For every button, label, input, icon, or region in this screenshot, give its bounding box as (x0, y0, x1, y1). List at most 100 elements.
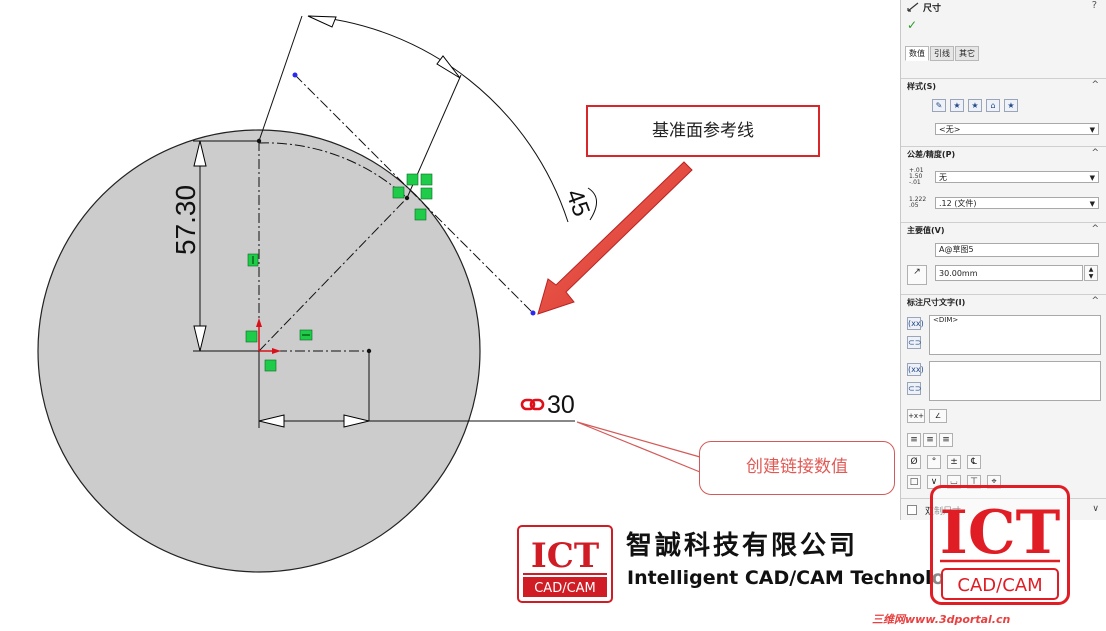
ok-button[interactable]: ✓ (907, 18, 918, 32)
reverse-direction-icon[interactable]: ↗ (907, 265, 927, 285)
angle-text-icon[interactable]: ∠ (929, 409, 947, 423)
precision-icon-value: 1.222 (909, 196, 927, 203)
tolerance-icon: +.01 1.50 -.01 (909, 168, 924, 186)
tab-leader[interactable]: 引线 (930, 46, 954, 61)
value-spinner[interactable]: ▲▼ (1084, 265, 1098, 281)
panel-title: 尺寸 (923, 3, 942, 14)
collapse-icon[interactable]: ^ (1091, 224, 1099, 234)
angle-extension-1 (258, 15, 303, 142)
style-load-icon[interactable]: ★ (1004, 99, 1018, 112)
precision-dropdown[interactable]: .12 (文件) ▼ (935, 197, 1099, 209)
tab-other[interactable]: 其它 (955, 46, 979, 61)
company-name-zh: 智誠科技有限公司 (626, 531, 859, 561)
dim-arrow-top (193, 140, 207, 167)
collapse-icon[interactable]: ^ (1091, 148, 1099, 158)
collapse-icon[interactable]: ^ (1091, 80, 1099, 90)
dimension-text-field-upper[interactable]: <DIM> (929, 315, 1101, 355)
dim-arrow-bottom (193, 325, 207, 352)
panel-tabs: 数值 引线 其它 (905, 46, 979, 61)
text-position-icon[interactable]: +x+ (907, 409, 925, 423)
tolerance-dropdown[interactable]: 无 ▼ (935, 171, 1099, 183)
construction-arc[interactable] (258, 142, 408, 199)
style-apply-icon[interactable]: ✎ (932, 99, 946, 112)
chevron-down-icon: ▼ (1089, 200, 1095, 208)
style-dropdown-value: <无> (939, 125, 961, 134)
origin-x-arrow (272, 348, 281, 354)
angle-arrow-left (307, 15, 337, 28)
ref-line-endpoint-top[interactable] (292, 72, 298, 78)
symbol-degree-button[interactable]: ° (927, 455, 941, 469)
tolerance-icon-upper: +.01 (909, 167, 924, 174)
dim-linked-value[interactable]: 30 (547, 391, 575, 419)
constraint-markers[interactable] (245, 173, 433, 372)
symbol-plusminus-button[interactable]: ± (947, 455, 961, 469)
coincident-icon-6[interactable] (420, 187, 433, 200)
collapse-icon[interactable]: ^ (1091, 296, 1099, 306)
primary-value-field[interactable]: 30.00mm (935, 265, 1083, 281)
add-parentheses-icon[interactable]: (xx) (907, 317, 924, 330)
ict-logo-small: ICT CAD/CAM (517, 525, 613, 603)
tolerance-section-title: 公差/精度(P) (907, 150, 956, 159)
primary-value-section: 主要值(V) ^ A@草图5 ↗ 30.00mm ▲▼ (901, 222, 1106, 293)
reference-line[interactable] (294, 74, 534, 314)
dim-vertical-value[interactable]: 57.30 (170, 185, 201, 255)
chevron-down-icon: ▼ (1089, 174, 1095, 182)
dimension-text-field-lower[interactable] (929, 361, 1101, 401)
callout-link-value: 创建链接数值 (699, 441, 895, 495)
style-section-title: 样式(S) (907, 82, 937, 91)
primary-name-field[interactable]: A@草图5 (935, 243, 1099, 257)
dimtext-section-title: 标注尺寸文字(I) (907, 298, 966, 307)
align-right-icon[interactable]: ≡ (939, 433, 953, 447)
style-dropdown[interactable]: <无> ▼ (935, 123, 1099, 135)
dim-30-arrow-left (258, 414, 285, 428)
style-add-icon[interactable]: ★ (950, 99, 964, 112)
coincident-icon-7[interactable] (414, 208, 427, 221)
inspection-dimension-icon[interactable]: ⊂⊃ (907, 336, 922, 349)
point-right[interactable] (366, 348, 372, 354)
style-section: 样式(S) ^ ✎ ★ ★ ⌂ ★ <无> ▼ (901, 78, 1106, 147)
precision-icon: 1.222 .05 (909, 197, 926, 209)
style-delete-icon[interactable]: ★ (968, 99, 982, 112)
ref-line-endpoint-bottom[interactable] (530, 310, 536, 316)
chevron-down-icon[interactable]: ∨ (1092, 504, 1099, 514)
angle-tick (587, 187, 597, 221)
style-save-icon[interactable]: ⌂ (986, 99, 1000, 112)
company-name-en: Intelligent CAD/CAM Technology Ltd. (627, 567, 1020, 589)
inspection-dimension-icon-2[interactable]: ⊂⊃ (907, 382, 922, 395)
callout-arrow-red (537, 161, 693, 315)
chevron-down-icon: ▼ (1089, 126, 1095, 134)
precision-value: .12 (文件) (939, 199, 977, 208)
dimension-icon (907, 2, 919, 12)
watermark: 三维网www.3dportal.cn (872, 613, 1011, 626)
callout-ref-line: 基准面参考线 (586, 105, 820, 157)
align-center-icon[interactable]: ≡ (923, 433, 937, 447)
tolerance-icon-nominal: 1.50 (909, 173, 923, 180)
coincident-icon-4[interactable] (420, 173, 433, 186)
logo-small-main: ICT (531, 536, 599, 576)
dimension-text-section: 标注尺寸文字(I) ^ (xx) ⊂⊃ <DIM> (xx) ⊂⊃ +x+ ∠ … (901, 294, 1106, 495)
symbol-square-button[interactable]: □ (907, 475, 921, 489)
symbol-centerline-button[interactable]: ℄ (967, 455, 981, 469)
tolerance-icon-lower: -.01 (909, 179, 921, 186)
add-parentheses-icon-2[interactable]: (xx) (907, 363, 924, 376)
origin-y-arrow (256, 318, 262, 327)
precision-icon-sub: .05 (909, 202, 919, 209)
logo-large-sub: CAD/CAM (957, 575, 1042, 596)
dual-dimension-checkbox[interactable] (907, 505, 917, 515)
ict-logo-large: ICT CAD/CAM (930, 485, 1070, 605)
coincident-icon-5[interactable] (392, 186, 405, 199)
angle-arc (307, 15, 569, 223)
coincident-icon-1[interactable] (245, 330, 258, 343)
tolerance-value: 无 (939, 173, 947, 182)
align-left-icon[interactable]: ≡ (907, 433, 921, 447)
property-manager: 尺寸 ? ✓ 数值 引线 其它 样式(S) ^ ✎ ★ ★ ⌂ ★ <无> ▼ … (900, 0, 1106, 520)
logo-small-sub: CAD/CAM (534, 581, 596, 596)
help-icon[interactable]: ? (1091, 0, 1097, 11)
angle-arrow-right (436, 55, 461, 79)
coincident-icon-3[interactable] (406, 173, 419, 186)
link-icon (520, 398, 545, 411)
tab-value[interactable]: 数值 (905, 46, 929, 61)
symbol-diameter-button[interactable]: Ø (907, 455, 921, 469)
coincident-icon-2[interactable] (264, 359, 277, 372)
